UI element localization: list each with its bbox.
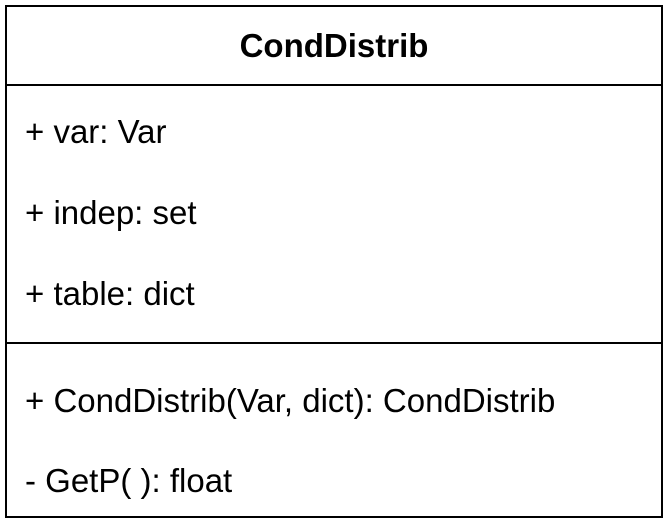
- attribute-indep: + indep: set: [25, 194, 197, 231]
- uml-class-box: CondDistrib + var: Var + indep: set + ta…: [5, 5, 663, 518]
- methods-compartment: + CondDistrib(Var, dict): CondDistrib - …: [7, 344, 661, 516]
- method-constructor: + CondDistrib(Var, dict): CondDistrib: [25, 382, 556, 419]
- class-name: CondDistrib: [7, 7, 661, 86]
- attribute-table: + table: dict: [25, 275, 195, 312]
- method-getp: - GetP( ): float: [25, 462, 233, 499]
- attribute-var: + var: Var: [25, 113, 167, 150]
- attributes-compartment: + var: Var + indep: set + table: dict: [7, 86, 661, 344]
